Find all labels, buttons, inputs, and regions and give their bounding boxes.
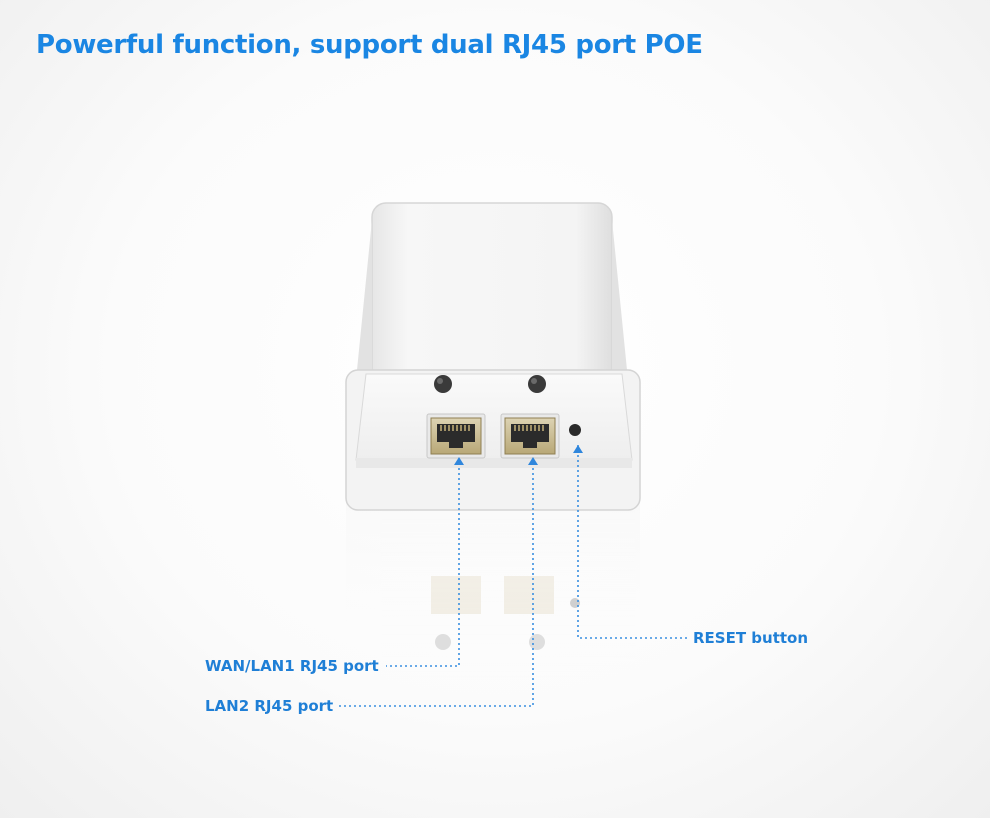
callout-line-lan2 [338, 463, 534, 707]
headline: Powerful function, support dual RJ45 por… [36, 30, 703, 60]
wan-lan1-port-label: WAN/LAN1 RJ45 port [205, 657, 379, 675]
callout-line-reset [577, 445, 688, 639]
callout-lines [338, 445, 688, 707]
reset-button-label: RESET button [693, 629, 809, 647]
wan-lan1-port-icon [426, 413, 486, 459]
lan2-port-icon [500, 413, 560, 459]
screw-right-icon [528, 375, 546, 393]
callout-line-wan-lan1 [386, 463, 460, 667]
screw-left-icon [434, 375, 452, 393]
arrow-up-icon [528, 457, 538, 465]
arrow-up-icon [573, 445, 583, 453]
cpe-device [345, 202, 641, 511]
lan2-port-label: LAN2 RJ45 port [205, 697, 334, 715]
device-reflection [346, 490, 640, 680]
callout-arrows [454, 445, 583, 465]
reset-hole-icon [569, 424, 581, 436]
arrow-up-icon [454, 457, 464, 465]
